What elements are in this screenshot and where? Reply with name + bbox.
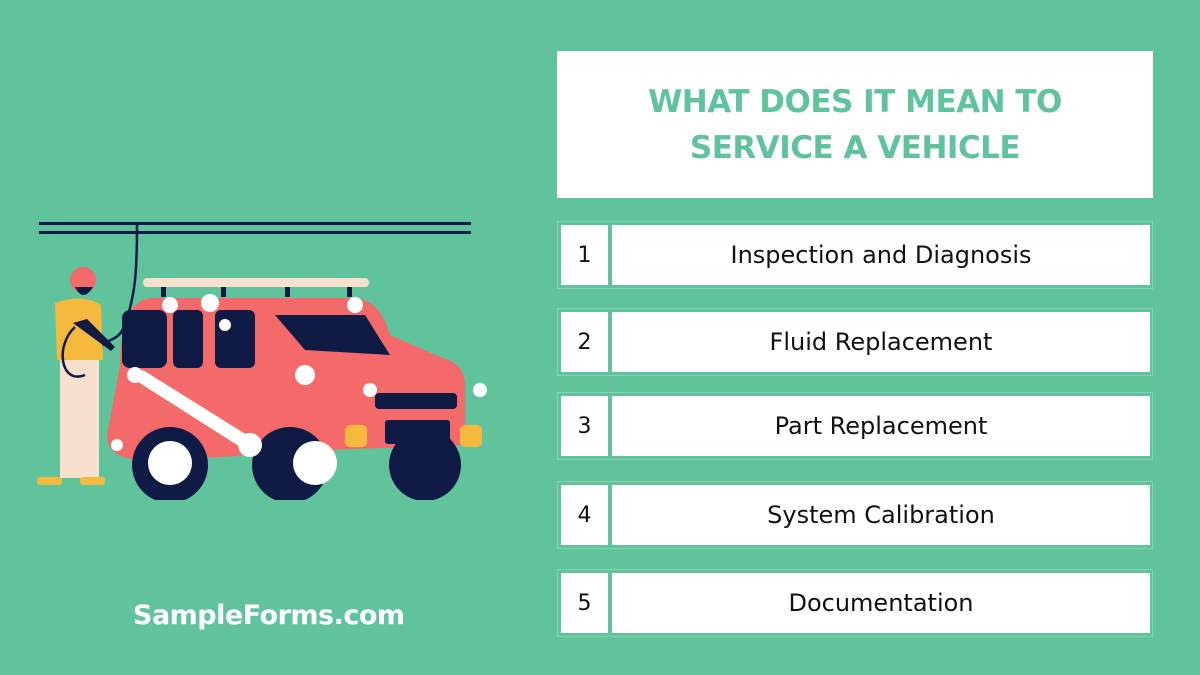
car-wash-icon xyxy=(37,222,487,503)
step-label: Documentation xyxy=(612,573,1150,633)
step-number: 2 xyxy=(561,312,608,372)
row-frame xyxy=(557,569,1153,637)
list-item: 5 Documentation xyxy=(557,569,1153,637)
step-number: 1 xyxy=(561,225,608,285)
step-number: 4 xyxy=(561,485,608,545)
list-item: 1 Inspection and Diagnosis xyxy=(557,221,1153,289)
list-item: 4 System Calibration xyxy=(557,481,1153,549)
page-title-line-1: WHAT DOES IT MEAN TO xyxy=(648,83,1062,120)
step-label: Inspection and Diagnosis xyxy=(612,225,1150,285)
car-wash-illustration xyxy=(25,215,495,503)
step-number: 3 xyxy=(561,396,608,456)
step-number: 5 xyxy=(561,573,608,633)
row-frame xyxy=(557,392,1153,460)
step-label: System Calibration xyxy=(612,485,1150,545)
brand-logo-text: SampleForms.com xyxy=(133,600,405,631)
row-frame xyxy=(557,308,1153,376)
list-item: 2 Fluid Replacement xyxy=(557,308,1153,376)
title-banner: WHAT DOES IT MEAN TO SERVICE A VEHICLE xyxy=(557,51,1153,198)
step-label: Part Replacement xyxy=(612,396,1150,456)
row-frame xyxy=(557,221,1153,289)
row-frame xyxy=(557,481,1153,549)
step-label: Fluid Replacement xyxy=(612,312,1150,372)
list-item: 3 Part Replacement xyxy=(557,392,1153,460)
page-title-line-2: SERVICE A VEHICLE xyxy=(689,129,1021,166)
